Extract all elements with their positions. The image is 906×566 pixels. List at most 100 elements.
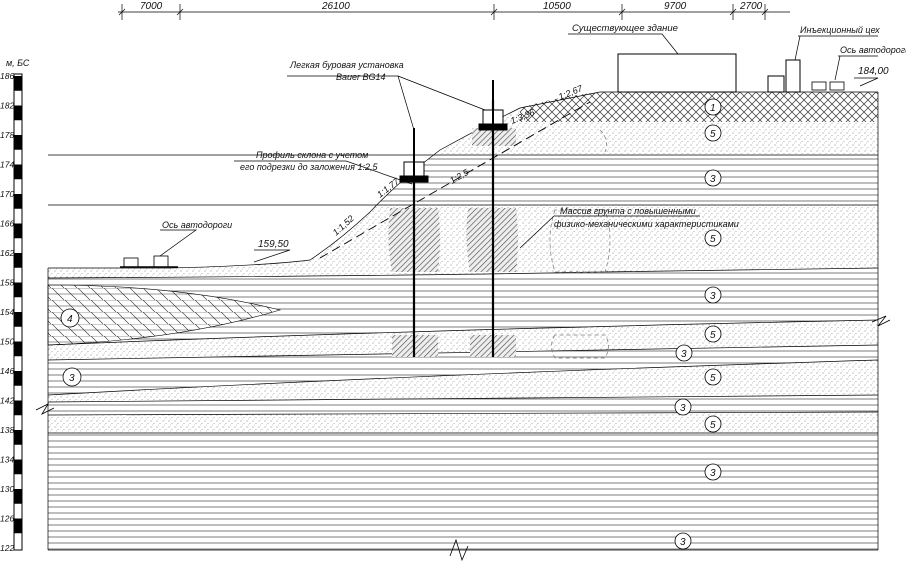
- layer-marker: 5: [704, 124, 722, 142]
- scale-block: [14, 459, 22, 475]
- scale-block: [14, 105, 22, 121]
- svg-text:5: 5: [710, 129, 716, 140]
- svg-text:3: 3: [710, 291, 716, 302]
- layer-1-fill: [520, 92, 878, 122]
- drilling-rig-2: [478, 80, 508, 131]
- car-left: [120, 255, 178, 268]
- scale-block: [14, 194, 22, 209]
- break-mark-right: [871, 315, 891, 327]
- scale-block: [14, 400, 22, 416]
- dimension-line: [118, 4, 790, 22]
- scale-tick-label: 138: [0, 425, 14, 435]
- scale-tick-label: 142: [0, 396, 14, 406]
- slope-label-line2: его подрезки до заложения 1:2,5: [240, 162, 378, 172]
- scale-tick-label: 130: [0, 484, 14, 494]
- rig-label-line1: Легкая буровая установка: [289, 60, 404, 70]
- svg-text:3: 3: [69, 373, 75, 384]
- break-mark-left: [35, 403, 55, 415]
- dim-10500: 10500: [543, 1, 571, 12]
- scale-tick-label: 170: [0, 189, 14, 199]
- layer-marker: 3: [675, 344, 693, 362]
- car-right: [811, 81, 845, 91]
- layer-5-thin-b: [48, 360, 878, 402]
- svg-text:3: 3: [710, 468, 716, 479]
- svg-text:5: 5: [710, 420, 716, 431]
- scale-tick-label: 162: [0, 248, 14, 258]
- scale-ticks: 186 182 178 174 170 166 162 158 154 150 146 142 138 1…: [0, 71, 14, 553]
- scale-block: [14, 253, 22, 268]
- scale-block: [14, 518, 22, 534]
- reinforced-columns: [388, 100, 611, 359]
- layer-marker: 5: [704, 229, 722, 247]
- layer-marker: 3: [704, 169, 722, 187]
- scale-tick-label: 150: [0, 337, 14, 347]
- scale-tick-label: 146: [0, 366, 14, 376]
- scale-tick-label: 178: [0, 130, 14, 140]
- scale-block: [14, 164, 22, 180]
- layer-marker: 4: [60, 308, 80, 328]
- scale-tick-label: 122: [0, 543, 14, 553]
- road-axis-left-label: Ось автодороги: [162, 220, 232, 230]
- layer-marker: 5: [704, 325, 722, 343]
- rig-label-line2: Bauer BG14: [336, 72, 386, 82]
- scale-block: [14, 282, 22, 298]
- layer-marker: 3: [674, 398, 692, 416]
- injection-shop: [767, 59, 801, 93]
- layer-markers: 1 5 3 5 3 5 3 5 3 5 3 3 4 3: [60, 98, 722, 550]
- scale-tick-label: 158: [0, 278, 14, 288]
- svg-text:3: 3: [710, 174, 716, 185]
- drilling-rig-1: [399, 128, 429, 183]
- dim-9700: 9700: [664, 1, 687, 12]
- dim-7000: 7000: [140, 1, 163, 12]
- scale-block: [14, 430, 22, 445]
- scale-tick-label: 174: [0, 160, 14, 170]
- dim-2700: 2700: [739, 1, 763, 12]
- svg-text:4: 4: [67, 314, 73, 325]
- scale-block: [14, 76, 22, 91]
- svg-text:3: 3: [681, 349, 687, 360]
- slope-cut-line: [319, 101, 591, 259]
- scale-tick-label: 134: [0, 455, 14, 465]
- scale-block: [14, 341, 22, 357]
- scale-block: [14, 135, 22, 150]
- layer-5-thin-a: [48, 320, 878, 360]
- layer-5-thin-c: [48, 412, 878, 433]
- scale-tick-label: 182: [0, 101, 14, 111]
- existing-building: [617, 53, 737, 93]
- elevation-scale: м, БС 1861821781741701661621581541501461…: [0, 58, 30, 553]
- svg-text:3: 3: [680, 403, 686, 414]
- layer-marker: 3: [704, 463, 722, 481]
- soil-layers: [35, 20, 891, 562]
- slope-label-line1: Профиль склона с учетом: [256, 150, 368, 160]
- massif-label-line2: физико-механическими характеристиками: [554, 219, 739, 229]
- layer-4-lens: [47, 284, 282, 346]
- injection-shop-label: Инъекционный цех: [800, 25, 880, 35]
- scale-block: [14, 489, 22, 504]
- scale-tick-label: 126: [0, 514, 14, 524]
- layer-marker: 3: [704, 286, 722, 304]
- layer-marker: 3: [674, 532, 692, 550]
- elev-bottom-label: 159,50: [258, 239, 289, 250]
- elev-top-label: 184,00: [858, 66, 889, 77]
- scale-block: [14, 371, 22, 386]
- svg-text:5: 5: [710, 234, 716, 245]
- road-axis-right-label: Ось автодороги: [840, 45, 906, 55]
- scale-blocks: [14, 76, 22, 534]
- scale-tick-label: 154: [0, 307, 14, 317]
- layer-marker: 5: [704, 368, 722, 386]
- leader-lines: [159, 33, 879, 263]
- existing-building-label: Существующее здание: [572, 23, 678, 34]
- scale-tick-label: 166: [0, 219, 14, 229]
- break-mark-bottom: [449, 538, 469, 562]
- scale-block: [14, 312, 22, 327]
- layer-marker: 1: [704, 98, 722, 116]
- svg-text:1: 1: [710, 103, 716, 114]
- scale-unit-label: м, БС: [6, 58, 30, 68]
- svg-text:3: 3: [680, 537, 686, 548]
- dim-26100: 26100: [321, 1, 350, 12]
- scale-tick-label: 186: [0, 71, 14, 81]
- layer-marker: 5: [704, 415, 722, 433]
- svg-text:5: 5: [710, 373, 716, 384]
- layer-marker: 3: [62, 367, 82, 387]
